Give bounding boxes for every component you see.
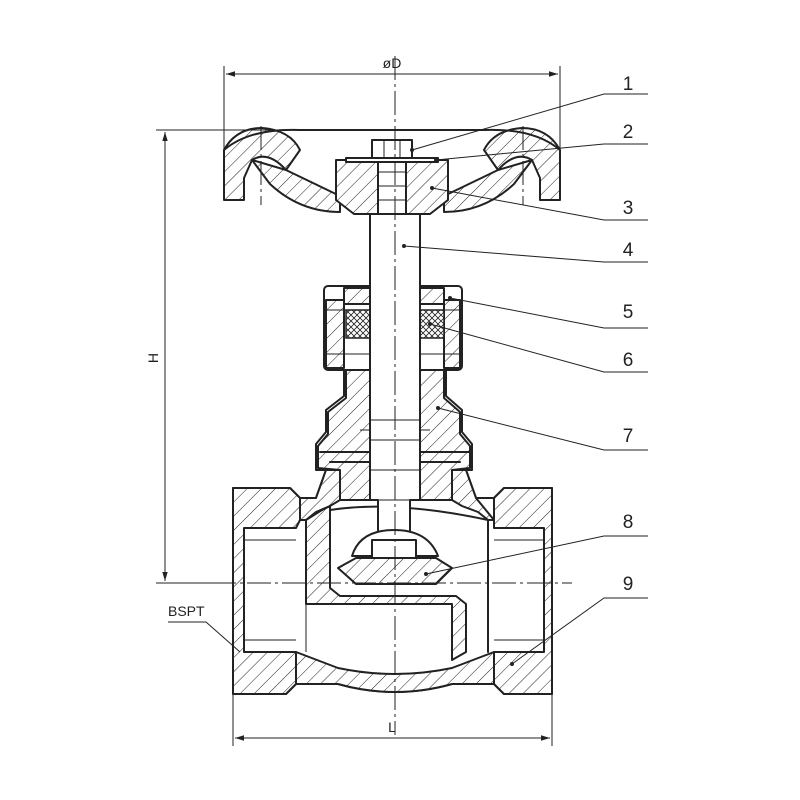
callout-2: 2 [434, 122, 648, 162]
height-label: H [145, 353, 161, 363]
callout-5-label: 5 [623, 302, 634, 323]
thread-callout: BSPT [168, 603, 241, 653]
callout-6: 6 [428, 322, 648, 373]
callout-3-label: 3 [623, 198, 634, 219]
diameter-label: øD [383, 55, 402, 71]
callout-3: 3 [430, 186, 648, 221]
dimension-length: L [232, 694, 553, 746]
callout-9-label: 9 [623, 574, 634, 595]
callout-1: 1 [410, 74, 648, 152]
center-lines [212, 56, 572, 735]
callout-4-label: 4 [623, 240, 634, 261]
callout-7: 7 [436, 406, 648, 451]
callout-1-label: 1 [623, 74, 634, 95]
dimension-diameter: øD [223, 55, 561, 150]
callout-8-label: 8 [623, 512, 634, 533]
bonnet [315, 367, 473, 501]
handwheel [223, 127, 561, 215]
callout-9: 9 [510, 574, 648, 666]
callout-7-label: 7 [623, 426, 634, 447]
callout-4: 4 [402, 240, 648, 263]
callout-6-label: 6 [623, 350, 634, 371]
disc [337, 529, 453, 585]
callout-8: 8 [424, 512, 648, 576]
thread-label: BSPT [168, 603, 205, 619]
callout-5: 5 [448, 296, 648, 329]
dimension-height: H [145, 129, 300, 584]
length-label: L [388, 719, 396, 735]
washer [345, 157, 439, 163]
callout-2-label: 2 [623, 122, 634, 143]
